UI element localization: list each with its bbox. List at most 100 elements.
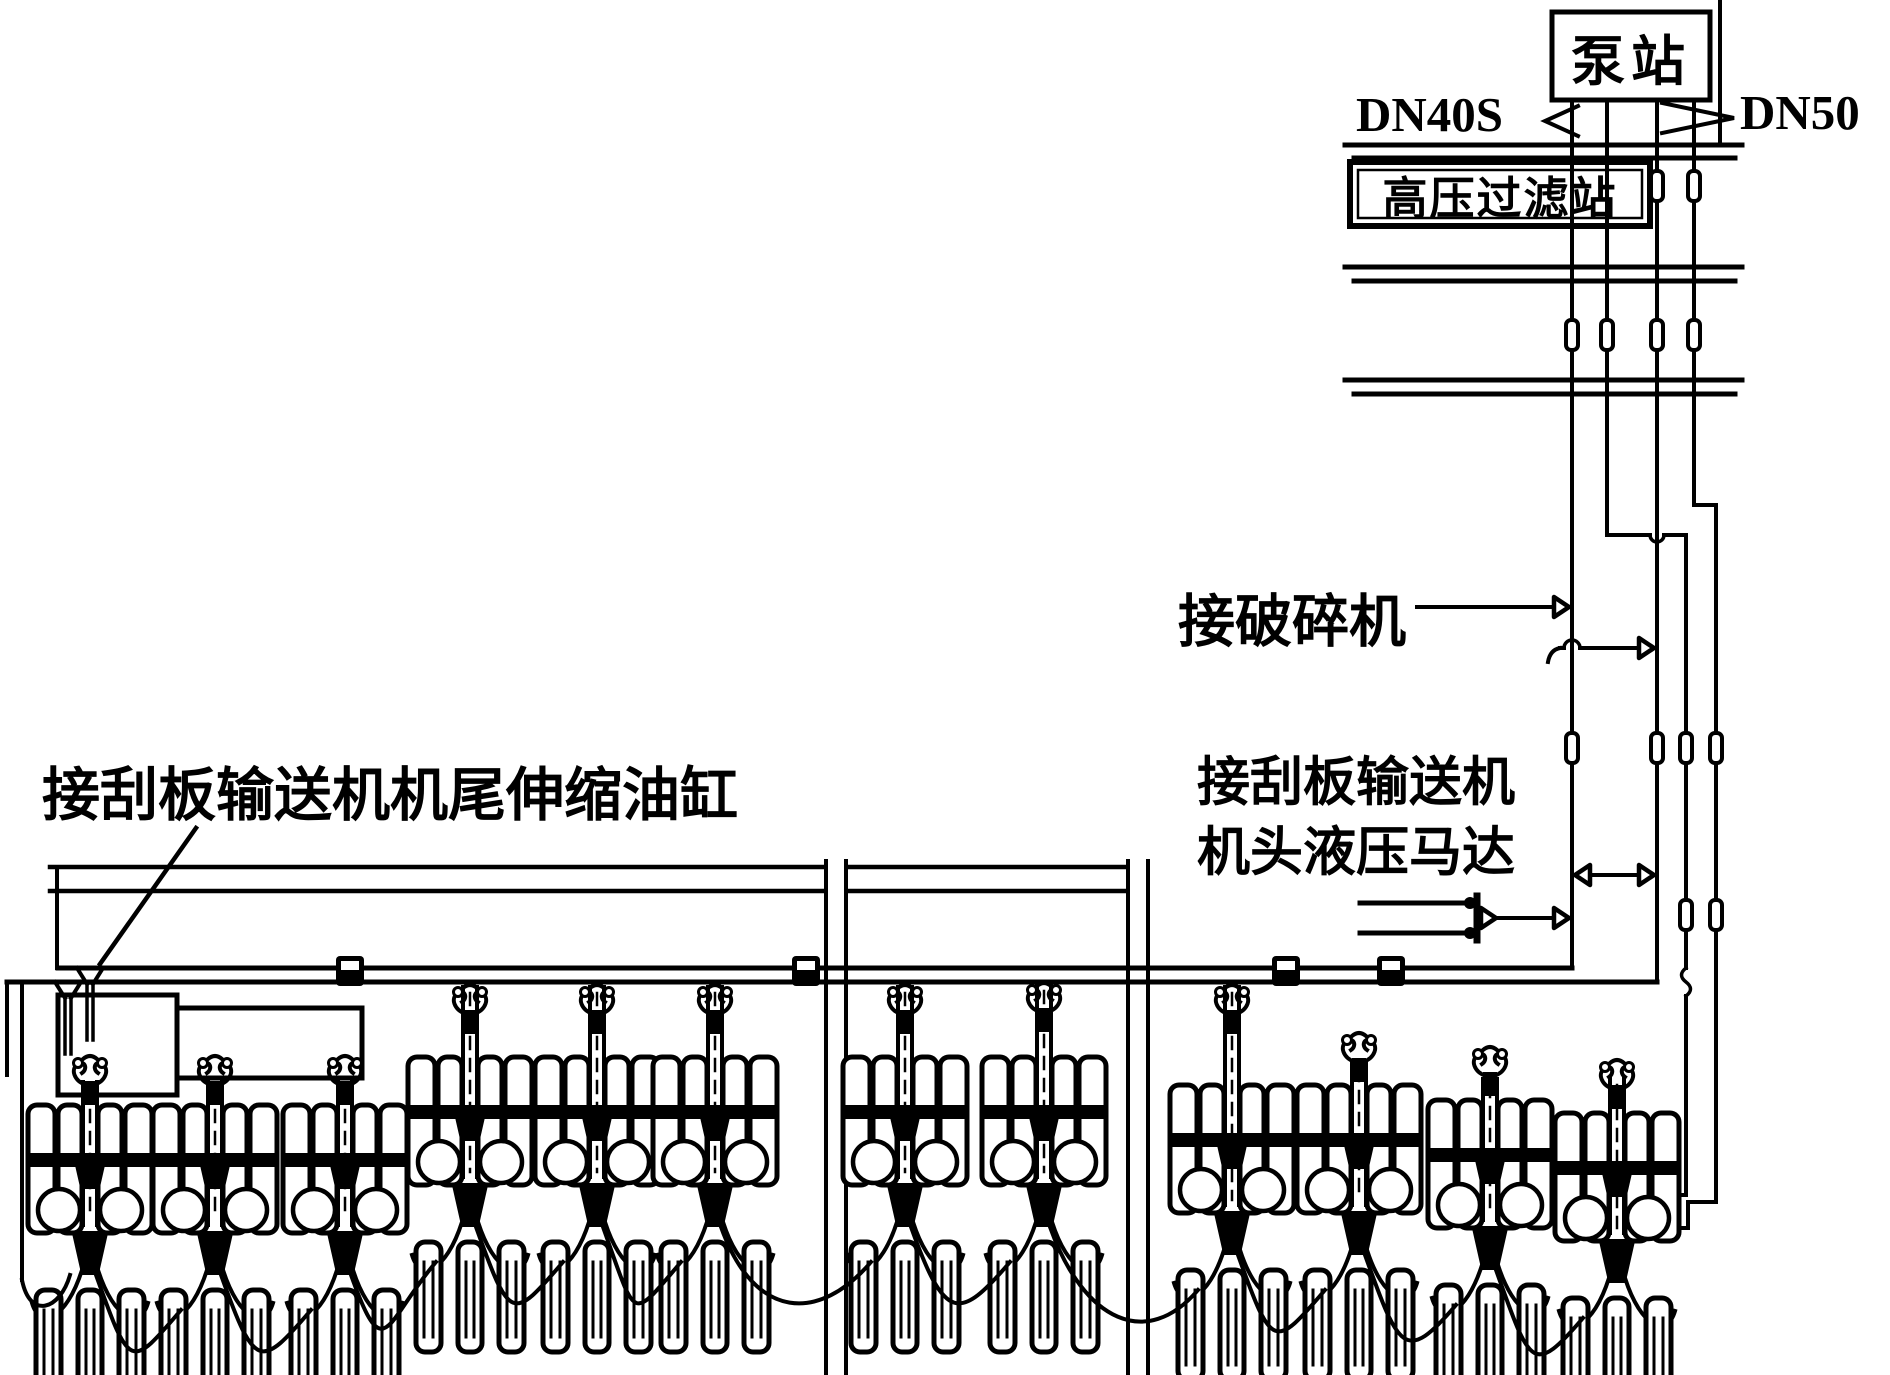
hose-hop: [1562, 638, 1582, 650]
quick-coupler-cone-icon: [1551, 594, 1572, 620]
pipe-coupler-icon: [1708, 898, 1724, 932]
dn40s-arrow-icon: [1540, 103, 1581, 139]
hydraulic-support-unit: [405, 983, 535, 1355]
hydraulic-support-unit: [1425, 1045, 1555, 1375]
conveyor-lines: [47, 864, 1129, 970]
quick-coupler-cone-icon: [1551, 905, 1572, 931]
left-end-feed-hose: [19, 1272, 73, 1308]
roadway-pair-3: [1342, 377, 1745, 397]
support-coupler-icon: [451, 983, 489, 1034]
head-motor-label-line2: 机头液压马达: [1197, 824, 1515, 883]
support-coupler-icon: [696, 983, 734, 1034]
main-vertical-pipes: [1570, 143, 1718, 1230]
support-coupler-icon: [326, 1054, 364, 1105]
pipe-coupler-icon: [1678, 731, 1694, 765]
inter-support-hose: [600, 1224, 684, 1306]
pipe-coupler-icon: [1564, 731, 1580, 765]
pipe-coupler-icon: [1599, 318, 1615, 352]
support-coupler-icon: [1598, 1058, 1636, 1109]
pump-station-box: [1549, 9, 1713, 103]
quick-coupler-cone-icon: [1636, 635, 1657, 661]
inter-support-hose: [1235, 1252, 1328, 1334]
filter-station-box-inner: [1356, 168, 1644, 220]
trunk-coupler-icon: [1272, 956, 1300, 986]
hose-end-hook: [1545, 645, 1563, 665]
support-coupler-icon: [196, 1054, 234, 1105]
quick-coupler-cone-icon: [1636, 862, 1657, 888]
hydraulic-support-unit: [1167, 983, 1297, 1375]
trunk-coupler-slot: [1382, 961, 1400, 970]
inter-support-hose: [718, 1224, 874, 1306]
inter-support-hose: [218, 1272, 314, 1354]
hydraulic-support-unit: [25, 1054, 155, 1375]
pipe-coupler-icon: [1686, 169, 1702, 203]
pipe-coupler-icon: [1686, 318, 1702, 352]
roadway-pair-2: [1342, 264, 1745, 284]
generated-symbols: [19, 169, 1724, 1375]
hydraulic-support-unit: [650, 983, 780, 1355]
pipe-coupler-icon: [1649, 318, 1665, 352]
hydraulic-support-unit: [532, 983, 662, 1355]
pipe-coupler-icon: [1708, 731, 1724, 765]
inter-support-hose: [1047, 1224, 1201, 1324]
pump-outlet-stubs: [1570, 98, 1696, 147]
pipe-coupler-icon: [1678, 898, 1694, 932]
pump-station-label: 泵站: [1571, 31, 1691, 92]
trunk-coupler-slot: [341, 961, 359, 970]
crusher-label: 接破碎机: [1178, 591, 1406, 654]
inter-support-hose: [1493, 1267, 1586, 1357]
dn40s-label: DN40S: [1356, 87, 1504, 142]
pipe-trunk-hop: [1679, 965, 1693, 999]
trunk-coupler-slot: [1277, 961, 1295, 970]
pipe-dn40s-b: [1605, 143, 1688, 1197]
funnel-tap-stem: [85, 982, 95, 1042]
trunk-left-drops: [5, 980, 24, 1282]
support-coupler-icon: [71, 1054, 109, 1105]
support-coupler-icon: [1471, 1045, 1509, 1096]
filter-station-label: 高压过滤站: [1382, 173, 1618, 224]
trunk-coupler-icon: [1377, 956, 1405, 986]
roadway-pair-1: [1342, 142, 1745, 161]
funnel-tap-stem: [63, 996, 73, 1056]
hydraulic-support-unit: [840, 983, 970, 1355]
support-coupler-icon: [1340, 1031, 1378, 1082]
pipe-dn50-b: [1692, 143, 1718, 1204]
inter-support-hose: [908, 1224, 1013, 1306]
support-coupler-icon: [1025, 981, 1063, 1032]
hydraulic-support-unit: [150, 1054, 280, 1375]
pump-station-group: [1540, 0, 1735, 147]
inter-support-hose: [1362, 1252, 1459, 1343]
dn50-label: DN50: [1740, 85, 1860, 140]
roadway-lines: [1342, 142, 1745, 397]
inter-support-hose: [473, 1224, 566, 1306]
hydraulic-support-unit: [1294, 1031, 1424, 1375]
pipe-coupler-icon: [1649, 731, 1665, 765]
hydraulic-support-unit: [280, 1054, 410, 1375]
hydraulic-support-unit: [979, 981, 1109, 1355]
tail-equipment: [55, 992, 365, 1098]
pipe-coupler-icon: [1649, 169, 1665, 203]
head-motor-connection: [1357, 892, 1554, 944]
motor-fork-lines: [1357, 900, 1473, 936]
quick-coupler-cone-icon: [1478, 905, 1499, 931]
trunk-coupler-icon: [792, 956, 820, 986]
trunk-coupler-icon: [336, 956, 364, 986]
inter-support-hose: [93, 1272, 184, 1354]
inter-support-hose: [348, 1259, 439, 1331]
quick-coupler-cone-icon: [1572, 862, 1593, 888]
support-coupler-icon: [578, 983, 616, 1034]
pipe-coupler-icon: [1564, 318, 1580, 352]
funnel-tap-icon: [74, 965, 106, 987]
jumper-hose-648: [1545, 638, 1642, 665]
support-coupler-icon: [886, 983, 924, 1034]
tail-cylinder-label: 接刮板输送机机尾伸缩油缸: [42, 763, 739, 828]
boundary-pair-2: [1126, 859, 1150, 1375]
trunk-coupler-slot: [797, 961, 815, 970]
tail-label-leader-line: [96, 824, 200, 968]
funnel-tap-icon: [52, 979, 84, 1001]
tail-drive-box: [174, 1005, 365, 1081]
head-motor-label: 接刮板输送机 机头液压马达: [1197, 748, 1515, 889]
head-motor-label-line1: 接刮板输送机: [1197, 754, 1515, 812]
